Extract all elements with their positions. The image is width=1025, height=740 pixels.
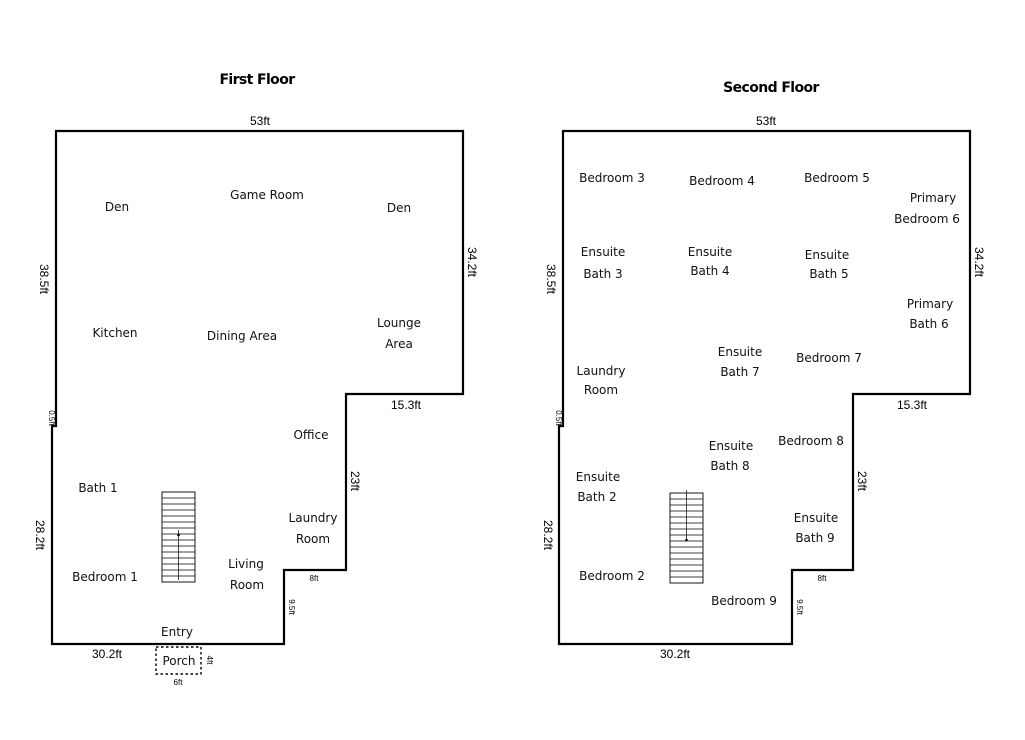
room-den-right: Den bbox=[387, 201, 411, 215]
room-ensuite-bath-4-line2: Bath 4 bbox=[690, 264, 729, 278]
room-bedroom-2: Bedroom 2 bbox=[579, 569, 645, 583]
second-floor-outline bbox=[557, 129, 972, 646]
room-ensuite-bath-3-line1: Ensuite bbox=[581, 245, 625, 259]
room-bedroom-4: Bedroom 4 bbox=[689, 174, 755, 188]
room-laundry-line2: Room bbox=[584, 383, 618, 397]
dim-left-lower: 28.2ft bbox=[33, 520, 47, 551]
room-ensuite-bath-3-line2: Bath 3 bbox=[583, 267, 622, 281]
room-primary-bath-line2: Bath 6 bbox=[909, 317, 948, 331]
room-den-left: Den bbox=[105, 200, 129, 214]
dim-left-upper: 38.5ft bbox=[37, 264, 51, 295]
dim-top: 53ft bbox=[250, 114, 271, 128]
room-bedroom-5: Bedroom 5 bbox=[804, 171, 870, 185]
room-ensuite-bath-5-line1: Ensuite bbox=[805, 248, 849, 262]
first-floor-stairs bbox=[161, 491, 196, 583]
room-office: Office bbox=[293, 428, 328, 442]
room-ensuite-bath-5-line2: Bath 5 bbox=[809, 267, 848, 281]
room-ensuite-bath-2-line1: Ensuite bbox=[576, 470, 620, 484]
room-lounge-line1: Lounge bbox=[377, 316, 421, 330]
first-floor-outline bbox=[50, 129, 465, 646]
room-dining-area: Dining Area bbox=[207, 329, 277, 343]
dim-inner-step: 15.3ft bbox=[391, 398, 422, 412]
dim-notch-height: 9.5ft bbox=[795, 599, 804, 615]
dim-step-left: 0.5ft bbox=[47, 410, 56, 426]
room-ensuite-bath-8-line2: Bath 8 bbox=[710, 459, 749, 473]
dim-inner-step: 15.3ft bbox=[897, 398, 928, 412]
dim-right-upper: 34.2ft bbox=[972, 247, 986, 278]
dim-step-left: 0.5ft bbox=[554, 410, 563, 426]
room-game-room: Game Room bbox=[230, 188, 304, 202]
dim-bottom: 30.2ft bbox=[660, 647, 691, 661]
room-ensuite-bath-9-line2: Bath 9 bbox=[795, 531, 834, 545]
room-lounge-line2: Area bbox=[385, 337, 413, 351]
room-primary-bath-line1: Primary bbox=[907, 297, 953, 311]
room-ensuite-bath-2-line2: Bath 2 bbox=[577, 490, 616, 504]
room-bedroom-7: Bedroom 7 bbox=[796, 351, 862, 365]
dim-right-upper: 34.2ft bbox=[465, 247, 479, 278]
dim-left-upper: 38.5ft bbox=[544, 264, 558, 295]
room-ensuite-bath-9-line1: Ensuite bbox=[794, 511, 838, 525]
room-laundry-line1: Laundry bbox=[577, 364, 626, 378]
room-kitchen: Kitchen bbox=[92, 326, 137, 340]
room-primary-bedroom-line1: Primary bbox=[910, 191, 956, 205]
dim-notch-height: 9.5ft bbox=[287, 599, 296, 615]
second-floor-stairs bbox=[669, 490, 704, 584]
second-floor-plan: Second Floor 53ft 38.5ft 34.2ft 0.5ft 15… bbox=[541, 80, 986, 661]
porch-outline bbox=[155, 646, 202, 675]
room-ensuite-bath-4-line1: Ensuite bbox=[688, 245, 732, 259]
room-laundry-line2: Room bbox=[296, 532, 330, 546]
room-bedroom-9: Bedroom 9 bbox=[711, 594, 777, 608]
room-laundry-line1: Laundry bbox=[289, 511, 338, 525]
room-ensuite-bath-7-line2: Bath 7 bbox=[720, 365, 759, 379]
room-ensuite-bath-7-line1: Ensuite bbox=[718, 345, 762, 359]
dim-right-lower: 23ft bbox=[348, 471, 362, 492]
room-porch: Porch bbox=[162, 654, 195, 668]
dim-right-lower: 23ft bbox=[855, 471, 869, 492]
dim-left-lower: 28.2ft bbox=[541, 520, 555, 551]
dim-top: 53ft bbox=[756, 114, 777, 128]
first-floor-title: First Floor bbox=[219, 72, 295, 88]
room-bedroom-1: Bedroom 1 bbox=[72, 570, 138, 584]
dim-notch-width: 8ft bbox=[310, 574, 320, 583]
second-floor-title: Second Floor bbox=[723, 80, 819, 96]
room-bath-1: Bath 1 bbox=[78, 481, 117, 495]
room-bedroom-3: Bedroom 3 bbox=[579, 171, 645, 185]
room-living-line2: Room bbox=[230, 578, 264, 592]
room-ensuite-bath-8-line1: Ensuite bbox=[709, 439, 753, 453]
room-primary-bedroom-line2: Bedroom 6 bbox=[894, 212, 960, 226]
dim-porch-depth: 4ft bbox=[205, 656, 214, 666]
room-entry: Entry bbox=[161, 625, 193, 639]
dim-porch-width: 6ft bbox=[174, 678, 184, 687]
dim-notch-width: 8ft bbox=[818, 574, 828, 583]
room-bedroom-8: Bedroom 8 bbox=[778, 434, 844, 448]
dim-bottom: 30.2ft bbox=[92, 647, 123, 661]
first-floor-plan: First Floor 53ft 38.5ft 34.2ft 0.5ft 15.… bbox=[33, 72, 479, 687]
room-living-line1: Living bbox=[228, 557, 264, 571]
